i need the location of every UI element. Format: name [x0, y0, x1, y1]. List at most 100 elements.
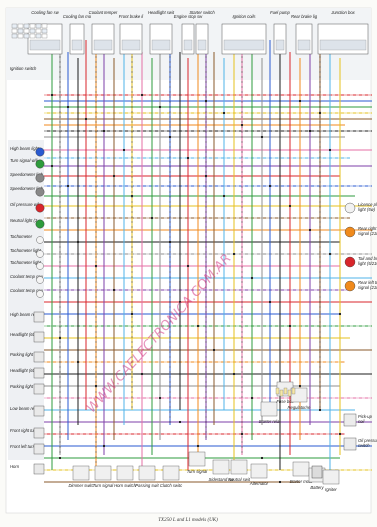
wire-junction	[76, 360, 80, 364]
top-label: Engine stop sw	[174, 14, 203, 19]
wire-junction	[186, 156, 190, 160]
wire-junction	[338, 312, 342, 316]
wire-junction	[112, 174, 116, 178]
left-component-icon	[33, 331, 45, 343]
left-label: Headlight (60/55	[10, 368, 41, 373]
right-label: Pick-up	[358, 414, 373, 419]
right-component-icon	[343, 413, 357, 427]
left-label: Ignition switch	[10, 66, 37, 71]
wire-junction	[102, 129, 106, 133]
wire-junction	[232, 372, 236, 376]
wire-junction	[178, 300, 182, 304]
wire-junction	[58, 456, 62, 460]
wire-junction	[196, 324, 200, 328]
wire-junction	[308, 129, 312, 133]
right-label-continued: light (5w)	[358, 207, 376, 212]
wire-junction	[158, 105, 162, 109]
left-label: Neutral light (3	[10, 218, 38, 223]
bottom-label: Passing swit	[135, 483, 159, 488]
right-label-continued: signal (21w)	[358, 285, 377, 290]
top-component-terminal	[275, 39, 285, 51]
wire-junction	[328, 252, 332, 256]
wire-junction	[308, 228, 312, 232]
ignition-switch-cell	[17, 28, 24, 34]
wire-junction	[196, 444, 200, 448]
top-component-terminal	[197, 39, 207, 51]
fuse-icon	[287, 389, 292, 397]
gauge-icon	[36, 250, 44, 258]
wire-junction	[204, 99, 208, 103]
bottom-label: Clutch switc	[160, 483, 183, 488]
wire-junction	[130, 312, 134, 316]
left-component-icon	[33, 383, 45, 395]
ignition-switch-cell	[23, 28, 30, 34]
right-label: Rear right turn	[358, 226, 377, 231]
top-label: Cooling fan mo	[63, 14, 92, 19]
ignition-switch-cell	[11, 33, 18, 39]
wire-junction	[168, 135, 172, 139]
top-label: Ignition coils	[232, 14, 256, 19]
bottom-component-box	[188, 451, 206, 467]
wire-junction	[58, 336, 62, 340]
wire-junction	[158, 396, 162, 400]
gauge-icon	[36, 236, 44, 244]
battery-icon	[311, 465, 323, 479]
wire-junction	[66, 184, 70, 188]
wire-junction	[318, 111, 322, 115]
ignition-switch-cell	[29, 23, 36, 29]
bottom-label: Horn switch	[114, 483, 137, 488]
wire-junction	[250, 276, 254, 280]
ignition-switch-cell	[29, 28, 36, 34]
wire-junction	[140, 93, 144, 97]
bottom-label: Sidestand sw	[209, 477, 235, 482]
bottom-component-box	[212, 459, 230, 475]
diagram-caption: TX250 L and L1 models (UK)	[158, 518, 218, 523]
wire-junction	[150, 216, 154, 220]
rear-lamp-icon	[344, 202, 356, 214]
bottom-component-box	[94, 465, 112, 481]
bottom-label: Battery	[310, 485, 324, 490]
ignition-switch-cell	[17, 33, 24, 39]
wire-junction	[268, 184, 272, 188]
left-label: Tachometer	[10, 234, 33, 239]
top-label: Coolant temper	[89, 10, 118, 15]
indicator-bulb-icon	[35, 219, 45, 229]
left-label: Parking light (4	[10, 352, 39, 357]
left-label: Front right turn	[10, 428, 38, 433]
rear-lamp-icon	[344, 280, 356, 292]
wire-junction	[212, 348, 216, 352]
right-label: Tail and brake	[358, 256, 377, 261]
top-component-terminal	[319, 39, 367, 51]
ignition-switch-cell	[23, 33, 30, 39]
wire-junction	[76, 240, 80, 244]
bottom-label: Turn signal	[93, 483, 114, 488]
top-component-terminal	[121, 39, 141, 51]
bottom-component-box	[162, 465, 180, 481]
right-label: Oil pressure	[358, 438, 377, 443]
wire-junction	[240, 123, 244, 127]
right-label-continued: switch	[358, 443, 370, 448]
ignition-switch-cell	[17, 23, 24, 29]
wire-junction	[222, 194, 226, 198]
left-label: High beam relay	[10, 312, 41, 317]
indicator-bulb-icon	[35, 173, 45, 183]
bottom-label: Starter moto	[289, 479, 313, 484]
top-label: Fuel pump	[270, 10, 290, 15]
ignition-switch-cell	[41, 23, 48, 29]
wire-junction	[94, 384, 98, 388]
right-component-icon	[343, 437, 357, 451]
wire-junction	[204, 174, 208, 178]
left-component-icon	[33, 367, 45, 379]
left-component-icon	[33, 351, 45, 363]
top-label: Starter switch	[189, 10, 215, 15]
gauge-icon	[36, 276, 44, 284]
left-label: Headlight (60/55	[10, 332, 41, 337]
bottom-label: Starter rela	[259, 419, 280, 424]
ignition-switch-cell	[11, 23, 18, 29]
right-label-continued: light (5/21w)	[358, 261, 377, 266]
left-label: Speedometer ligh	[10, 172, 43, 177]
fuse-icon	[283, 387, 288, 395]
right-label: Rear left turn	[358, 280, 377, 285]
right-label-continued: coil	[358, 419, 365, 424]
